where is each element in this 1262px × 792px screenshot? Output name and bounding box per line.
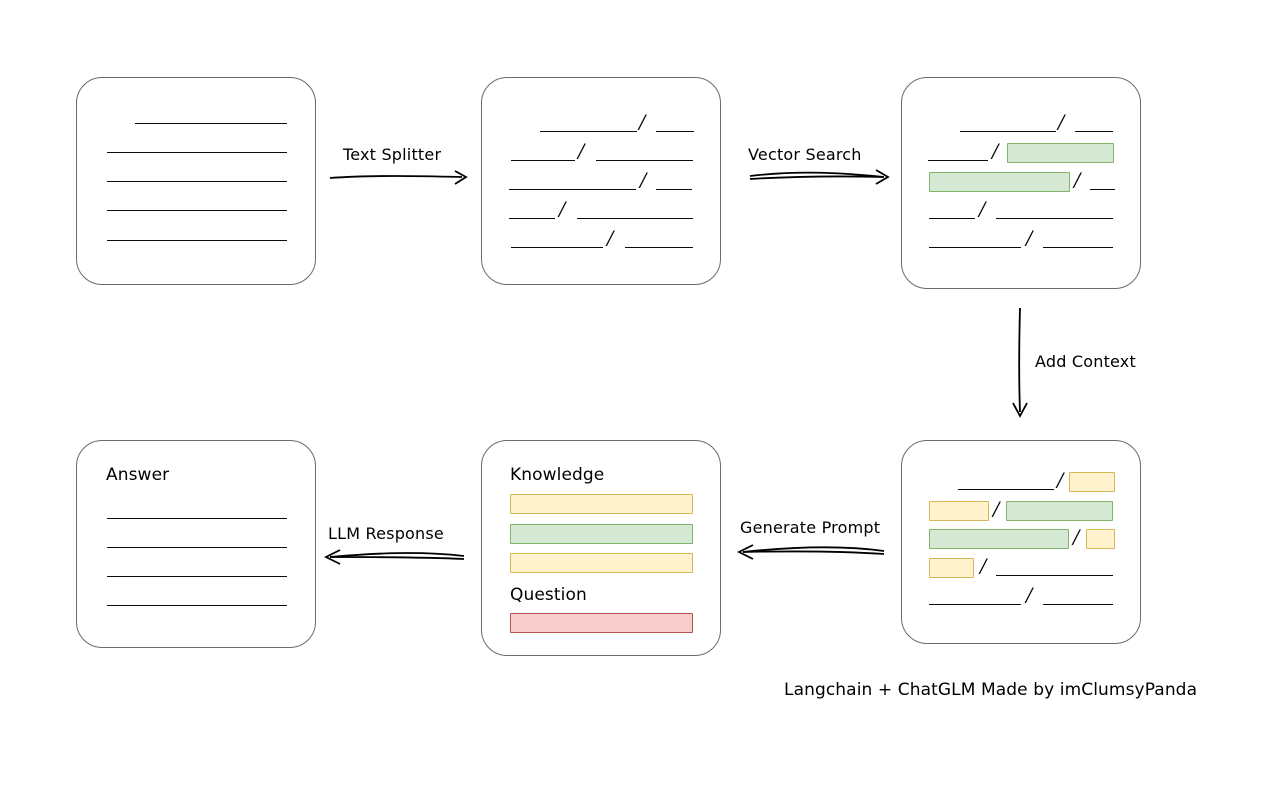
context-doc-row-2-seg-0-green-highlight[interactable] — [929, 529, 1069, 549]
knowledge-label: Knowledge — [510, 465, 605, 485]
retrieved-doc-row-4-seg-1-slash-icon: / — [1026, 227, 1033, 249]
chunk-doc-row-2-seg-1-slash-icon: / — [640, 169, 647, 191]
chunk-doc-row-1-seg-2-line — [596, 160, 693, 161]
knowledge-bar-0[interactable] — [510, 494, 693, 514]
source-doc-line-0 — [135, 123, 287, 124]
edge-label-add-context: Add Context — [1035, 352, 1136, 371]
context-doc-row-1-seg-2-green-highlight[interactable] — [1006, 501, 1113, 521]
context-doc-row-2-seg-2-yellow-highlight[interactable] — [1086, 529, 1115, 549]
chunk-doc-row-3-seg-1-slash-icon: / — [559, 198, 566, 220]
edge-label-generate-prompt: Generate Prompt — [740, 518, 881, 537]
retrieved-doc-row-4-seg-0-line — [929, 247, 1021, 248]
retrieved-doc-row-1-seg-0-line — [928, 160, 988, 161]
retrieved-doc-row-2-seg-1-slash-icon: / — [1074, 169, 1081, 191]
chunked-document-box[interactable] — [481, 77, 721, 285]
chunk-doc-row-4-seg-0-line — [511, 247, 603, 248]
context-doc-row-1-seg-1-slash-icon: / — [993, 498, 1000, 520]
retrieved-doc-row-3-seg-2-line — [996, 218, 1113, 219]
chunk-doc-row-2-seg-2-line — [656, 189, 692, 190]
chunk-doc-row-1-seg-1-slash-icon: / — [578, 140, 585, 162]
retrieved-doc-row-3-seg-0-line — [929, 218, 975, 219]
chunk-doc-row-0-seg-0-line — [540, 131, 637, 132]
source-doc-line-1 — [107, 152, 287, 153]
chunk-doc-row-1-seg-0-line — [511, 160, 575, 161]
answer-line-0 — [107, 518, 287, 519]
knowledge-bar-2[interactable] — [510, 553, 693, 573]
retrieved-doc-row-0-seg-2-line — [1075, 131, 1113, 132]
context-doc-row-0-seg-0-line — [958, 489, 1054, 490]
chunk-doc-row-4-seg-2-line — [625, 247, 693, 248]
answer-line-3 — [107, 605, 287, 606]
answer-label: Answer — [106, 465, 170, 485]
source-doc-line-4 — [107, 240, 287, 241]
diagram-caption: Langchain + ChatGLM Made by imClumsyPand… — [784, 680, 1198, 700]
context-doc-row-4-seg-2-line — [1043, 604, 1113, 605]
edge-label-llm-response: LLM Response — [328, 524, 444, 543]
context-doc-row-1-seg-0-yellow-highlight[interactable] — [929, 501, 989, 521]
retrieved-doc-row-4-seg-2-line — [1043, 247, 1113, 248]
edge-generate-prompt-arrow — [736, 544, 885, 560]
retrieved-doc-row-2-seg-2-line — [1090, 189, 1115, 190]
context-doc-row-3-seg-0-yellow-highlight[interactable] — [929, 558, 974, 578]
chunk-doc-row-0-seg-2-line — [656, 131, 694, 132]
question-label: Question — [510, 585, 587, 605]
chunk-doc-row-3-seg-2-line — [577, 218, 693, 219]
edge-label-text-splitter: Text Splitter — [343, 145, 442, 164]
chunk-doc-row-3-seg-0-line — [509, 218, 555, 219]
retrieved-doc-row-1-seg-2-green-highlight[interactable] — [1007, 143, 1114, 163]
source-doc-line-2 — [107, 181, 287, 182]
edge-label-vector-search: Vector Search — [748, 145, 862, 164]
knowledge-bar-1[interactable] — [510, 524, 693, 544]
context-doc-row-0-seg-2-yellow-highlight[interactable] — [1069, 472, 1115, 492]
chunk-doc-row-2-seg-0-line — [509, 189, 636, 190]
retrieved-doc-row-0-seg-0-line — [960, 131, 1056, 132]
edge-llm-response-arrow — [323, 549, 465, 565]
context-doc-row-4-seg-0-line — [929, 604, 1021, 605]
edge-text-splitter-arrow — [329, 170, 468, 185]
context-doc-row-3-seg-1-slash-icon: / — [980, 555, 987, 577]
context-doc-row-3-seg-2-line — [996, 575, 1113, 576]
question-bar-0[interactable] — [510, 613, 693, 633]
answer-box[interactable] — [76, 440, 316, 648]
edge-vector-search-arrow — [749, 169, 890, 185]
source-doc-line-3 — [107, 210, 287, 211]
retrieved-doc-row-3-seg-1-slash-icon: / — [979, 198, 986, 220]
context-doc-row-0-seg-1-slash-icon: / — [1057, 469, 1064, 491]
chunk-doc-row-0-seg-1-slash-icon: / — [639, 111, 646, 133]
retrieved-doc-row-0-seg-1-slash-icon: / — [1058, 111, 1065, 133]
context-doc-row-2-seg-1-slash-icon: / — [1073, 526, 1080, 548]
context-doc-row-4-seg-1-slash-icon: / — [1026, 584, 1033, 606]
retrieved-doc-row-1-seg-1-slash-icon: / — [992, 140, 999, 162]
retrieved-doc-row-2-seg-0-green-highlight[interactable] — [929, 172, 1070, 192]
answer-line-2 — [107, 576, 287, 577]
chunk-doc-row-4-seg-1-slash-icon: / — [607, 227, 614, 249]
answer-line-1 — [107, 547, 287, 548]
edge-add-context-arrow — [1012, 307, 1028, 418]
